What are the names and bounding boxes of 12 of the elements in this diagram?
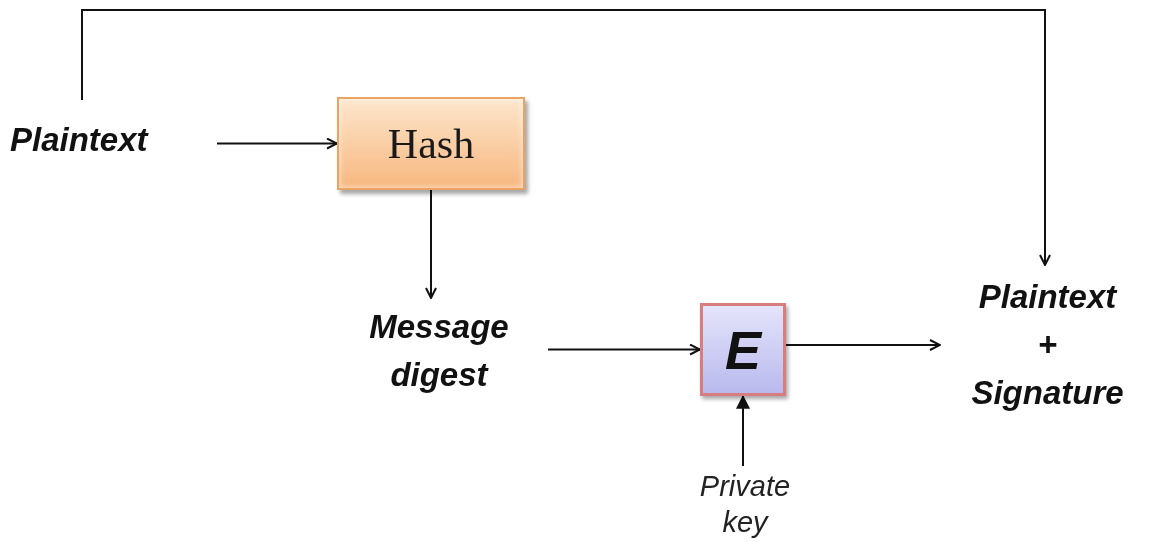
input-label: Plaintext: [10, 100, 217, 168]
arrow: [216, 137, 338, 150]
input-label: Private key: [680, 466, 810, 542]
arrow: [425, 189, 437, 299]
output-label: Plaintext + Signature: [940, 265, 1155, 425]
arrow: [81, 9, 1051, 266]
arrow: [785, 339, 941, 351]
arrow: [547, 343, 701, 356]
output-label: Message digest: [330, 298, 548, 403]
process-box: Hash: [337, 97, 525, 190]
process-box: E: [700, 303, 786, 396]
arrow: [736, 394, 750, 467]
